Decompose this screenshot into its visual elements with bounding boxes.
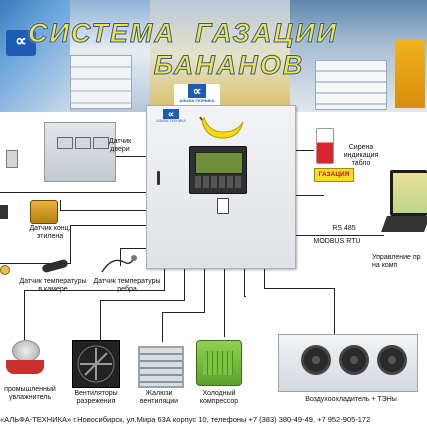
cooler-fan xyxy=(377,345,407,375)
modbus-label: MODBUS RTU xyxy=(313,238,361,245)
wire xyxy=(70,225,146,226)
banana-crates-photo xyxy=(150,0,290,112)
wire xyxy=(264,267,265,289)
door-handle xyxy=(157,171,160,185)
alpha-icon: ∝ xyxy=(163,109,179,119)
wire xyxy=(264,288,334,289)
wire xyxy=(244,296,246,297)
wire xyxy=(294,235,384,236)
temp-probe-left xyxy=(0,265,10,275)
box-stack-right xyxy=(315,60,387,110)
controller-buttons xyxy=(195,176,241,188)
wire xyxy=(100,300,184,301)
ethylene-sensor-label: Датчик конц. этилена xyxy=(29,225,71,240)
laptop-display xyxy=(393,173,427,213)
banana-boxes-photo xyxy=(0,0,70,112)
siren-label: Сирена индикация табло xyxy=(343,144,379,167)
title-line-2: БАНАНОВ xyxy=(153,50,305,81)
wire xyxy=(0,192,146,193)
exhaust-fan-icon xyxy=(72,340,120,388)
laptop-keyboard xyxy=(381,216,427,232)
wire xyxy=(70,225,71,263)
logo-mark: ∝ xyxy=(15,33,27,50)
emergency-switch xyxy=(217,198,229,214)
door-photo xyxy=(44,122,116,182)
wire xyxy=(224,267,225,337)
wire xyxy=(114,156,146,157)
wire xyxy=(162,312,163,342)
logo-text: АЛЬФА-ТЕХНИКА xyxy=(179,98,215,103)
cooler-fan xyxy=(339,345,369,375)
air-cooler-label: Воздухоохладитель + ТЭНы xyxy=(305,396,397,403)
wire xyxy=(204,267,205,313)
exhaust-fans-label: Вентиляторы разрежения xyxy=(74,390,118,405)
footer-contact: «АЛЬФА-ТЕХНИКА» г.Новосибирск, ул.Мира 6… xyxy=(0,415,371,424)
wire xyxy=(0,263,71,264)
cabinet-brand: АЛЬФА-ТЕХНИКА xyxy=(156,119,186,123)
door-sensor-icon xyxy=(6,150,18,168)
chamber-temp-label: Датчик температуры в камере xyxy=(19,278,87,293)
siren-icon xyxy=(316,128,334,164)
door-window xyxy=(93,137,109,149)
wire xyxy=(60,210,146,211)
wire xyxy=(294,150,314,151)
door-sensor-label: Датчик двери xyxy=(108,138,132,153)
cabinet-logo-badge: ∝ АЛЬФА-ТЕХНИКА xyxy=(153,109,189,125)
door-window xyxy=(57,137,73,149)
cooler-fan xyxy=(301,345,331,375)
wire xyxy=(24,290,25,340)
rib-temp-sensor-icon xyxy=(101,255,137,273)
alpha-icon: ∝ xyxy=(188,84,206,98)
wire xyxy=(162,312,204,313)
wire xyxy=(184,267,185,301)
siren-display-panel: ГАЗАЦИЯ xyxy=(314,168,354,182)
header-logo-badge: ∝ АЛЬФА-ТЕХНИКА xyxy=(174,84,220,106)
title-line-1: СИСТЕМА ГАЗАЦИИ xyxy=(28,18,338,49)
humidifier-label: промышленный увлажнитель xyxy=(4,386,56,401)
laptop-icon xyxy=(381,170,427,242)
pc-control-label: Управление пр на комп xyxy=(372,254,421,269)
door-window xyxy=(75,137,91,149)
banana-icon xyxy=(199,116,244,139)
wire xyxy=(294,195,324,196)
vent-louvers-icon xyxy=(138,346,184,388)
forklift-photo xyxy=(395,40,425,108)
company-logo xyxy=(6,30,36,56)
wire xyxy=(244,267,245,297)
chamber-temp-sensor-icon xyxy=(41,258,69,274)
rs485-label: RS 485 xyxy=(332,225,356,232)
compressor-icon xyxy=(196,340,242,386)
wire xyxy=(120,248,146,249)
laptop-screen xyxy=(390,170,427,216)
rib-temp-label: Датчик температуры ребра xyxy=(93,278,161,293)
ethylene-sensor-icon xyxy=(30,200,58,224)
wire xyxy=(334,288,335,336)
controller-display xyxy=(195,152,243,174)
compressor-body xyxy=(203,351,233,375)
wire xyxy=(100,300,101,340)
plc-controller xyxy=(189,146,247,194)
air-cooler-icon xyxy=(278,334,418,392)
fan-blade-icon xyxy=(77,345,115,383)
vent-louvers-label: Жалюзи вентиляции xyxy=(139,390,179,405)
humidifier-top xyxy=(12,340,40,362)
wire xyxy=(164,267,165,291)
humidifier-icon xyxy=(2,340,48,380)
control-cabinet: ∝ АЛЬФА-ТЕХНИКА xyxy=(146,105,296,269)
box-stack-left xyxy=(70,55,132,109)
compressor-label: Холодный компрессор xyxy=(199,390,239,405)
header-banner: ∝ СИСТЕМА ГАЗАЦИИ БАНАНОВ ∝ АЛЬФА-ТЕХНИК… xyxy=(0,0,427,112)
humidifier-base xyxy=(6,360,44,374)
wire xyxy=(120,248,121,266)
wire xyxy=(24,290,164,291)
wire xyxy=(60,200,61,210)
ethylene-sensor-left xyxy=(0,205,8,219)
